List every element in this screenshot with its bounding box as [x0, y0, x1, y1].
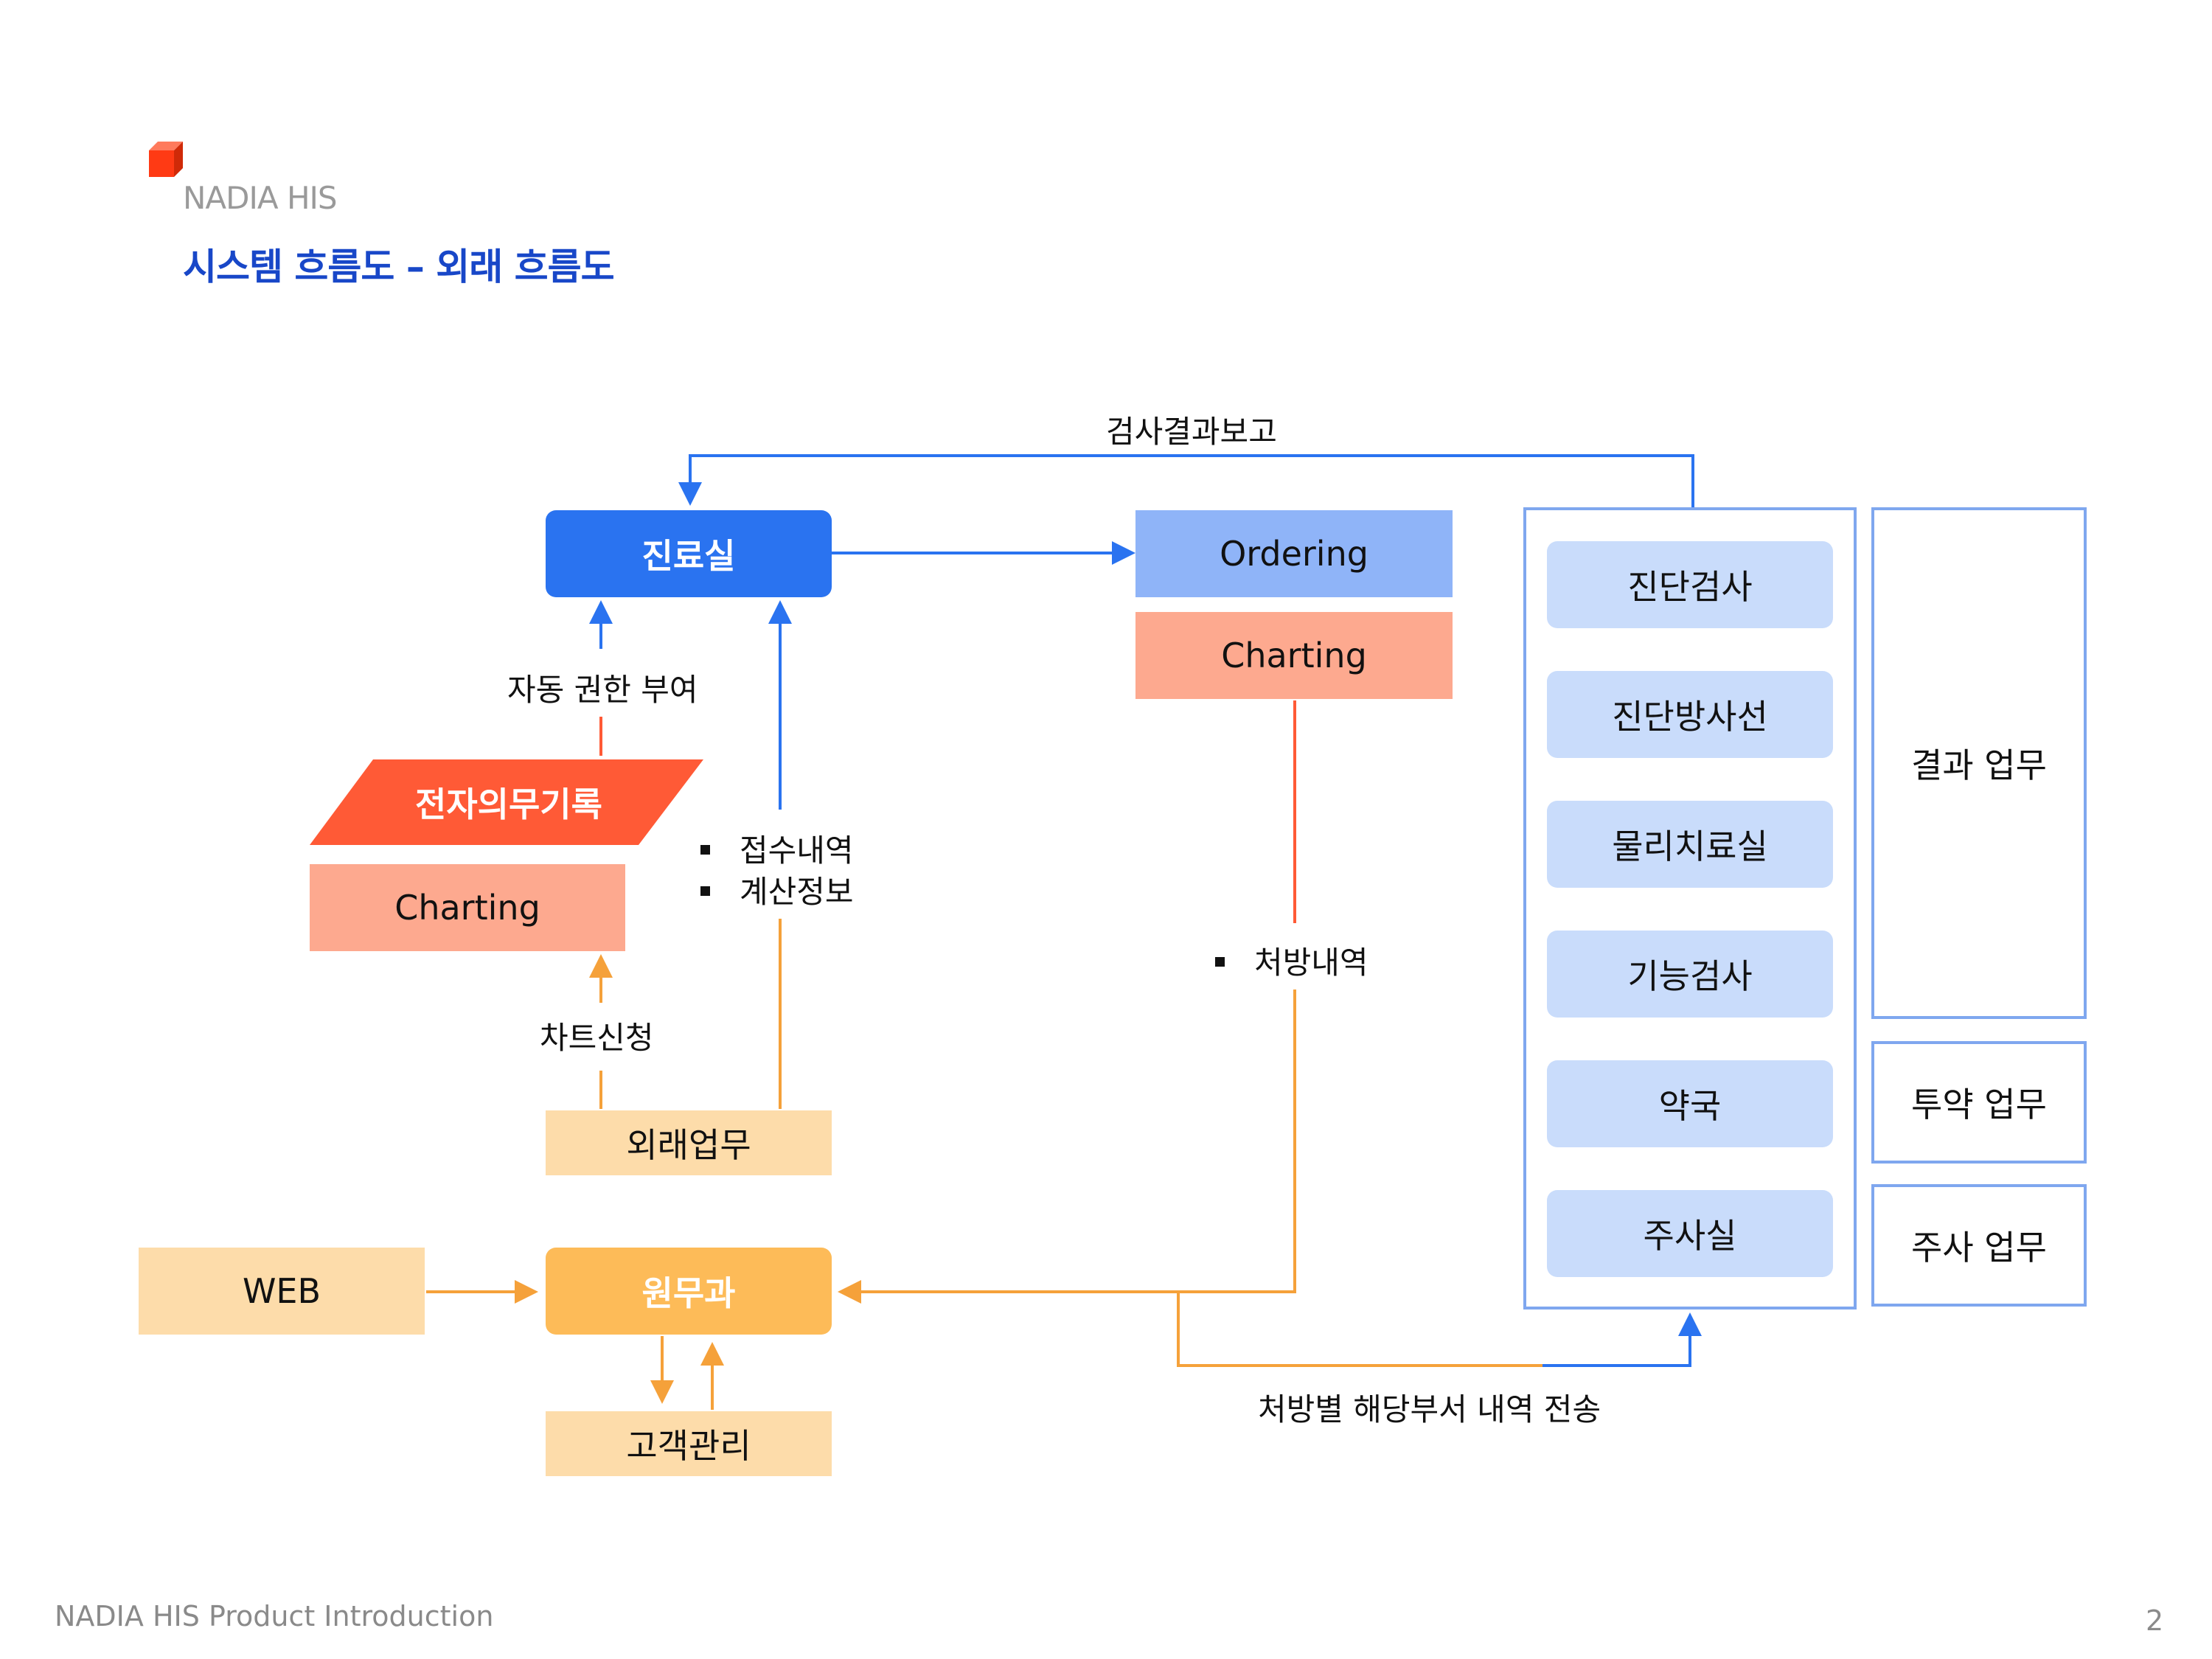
node-customer[interactable]: 고객관리 — [546, 1411, 832, 1476]
label-reception-item: 접수내역 — [700, 826, 854, 871]
page-number: 2 — [2146, 1604, 2164, 1637]
node-emr[interactable]: 전자의무기록 — [415, 785, 602, 824]
brand-name: NADIA HIS — [183, 180, 338, 216]
label-exam-report: 검사결과보고 — [1106, 414, 1277, 450]
dept-radiology[interactable]: 진단방사선 — [1547, 671, 1833, 758]
exam-report-connector — [678, 454, 1694, 510]
dept-function-test[interactable]: 기능검사 — [1547, 931, 1833, 1018]
node-ordering[interactable]: Ordering — [1135, 510, 1453, 597]
dept-injection[interactable]: 주사실 — [1547, 1190, 1833, 1277]
node-charting-right[interactable]: Charting — [1135, 612, 1453, 699]
emr-shape — [310, 759, 703, 845]
prescription-connector — [838, 990, 1296, 1304]
label-reception-item: 계산정보 — [700, 867, 854, 912]
label-chart-request: 차트신청 — [540, 1020, 654, 1056]
label-auto-auth: 자동 권한 부여 — [507, 672, 698, 708]
node-charting-left[interactable]: Charting — [310, 864, 625, 951]
red-cube-icon — [149, 142, 183, 177]
node-admin[interactable]: 원무과 — [546, 1248, 832, 1335]
work-injection[interactable]: 주사 업무 — [1871, 1184, 2087, 1307]
dept-physiotherapy[interactable]: 물리치료실 — [1547, 801, 1833, 888]
node-web[interactable]: WEB — [139, 1248, 425, 1335]
footer-text: NADIA HIS Product Introduction — [55, 1600, 494, 1632]
bullet-icon — [700, 886, 710, 896]
bullet-icon — [1215, 957, 1225, 967]
node-clinic[interactable]: 진료실 — [546, 510, 832, 597]
department-container — [1523, 507, 1857, 1310]
bullet-icon — [700, 845, 710, 855]
work-results[interactable]: 결과 업무 — [1871, 507, 2087, 1019]
label-dept-transfer: 처방별 해당부서 내역 전송 — [1258, 1391, 1601, 1427]
dept-transfer-connector — [1543, 1312, 1702, 1367]
work-dispensing[interactable]: 투약 업무 — [1871, 1041, 2087, 1164]
node-outpatient[interactable]: 외래업무 — [546, 1110, 832, 1175]
label-prescription: 처방내역 — [1215, 938, 1368, 983]
dept-lab[interactable]: 진단검사 — [1547, 541, 1833, 628]
dept-pharmacy[interactable]: 약국 — [1547, 1060, 1833, 1147]
page-title: 시스템 흐름도 – 외래 흐름도 — [183, 246, 615, 288]
